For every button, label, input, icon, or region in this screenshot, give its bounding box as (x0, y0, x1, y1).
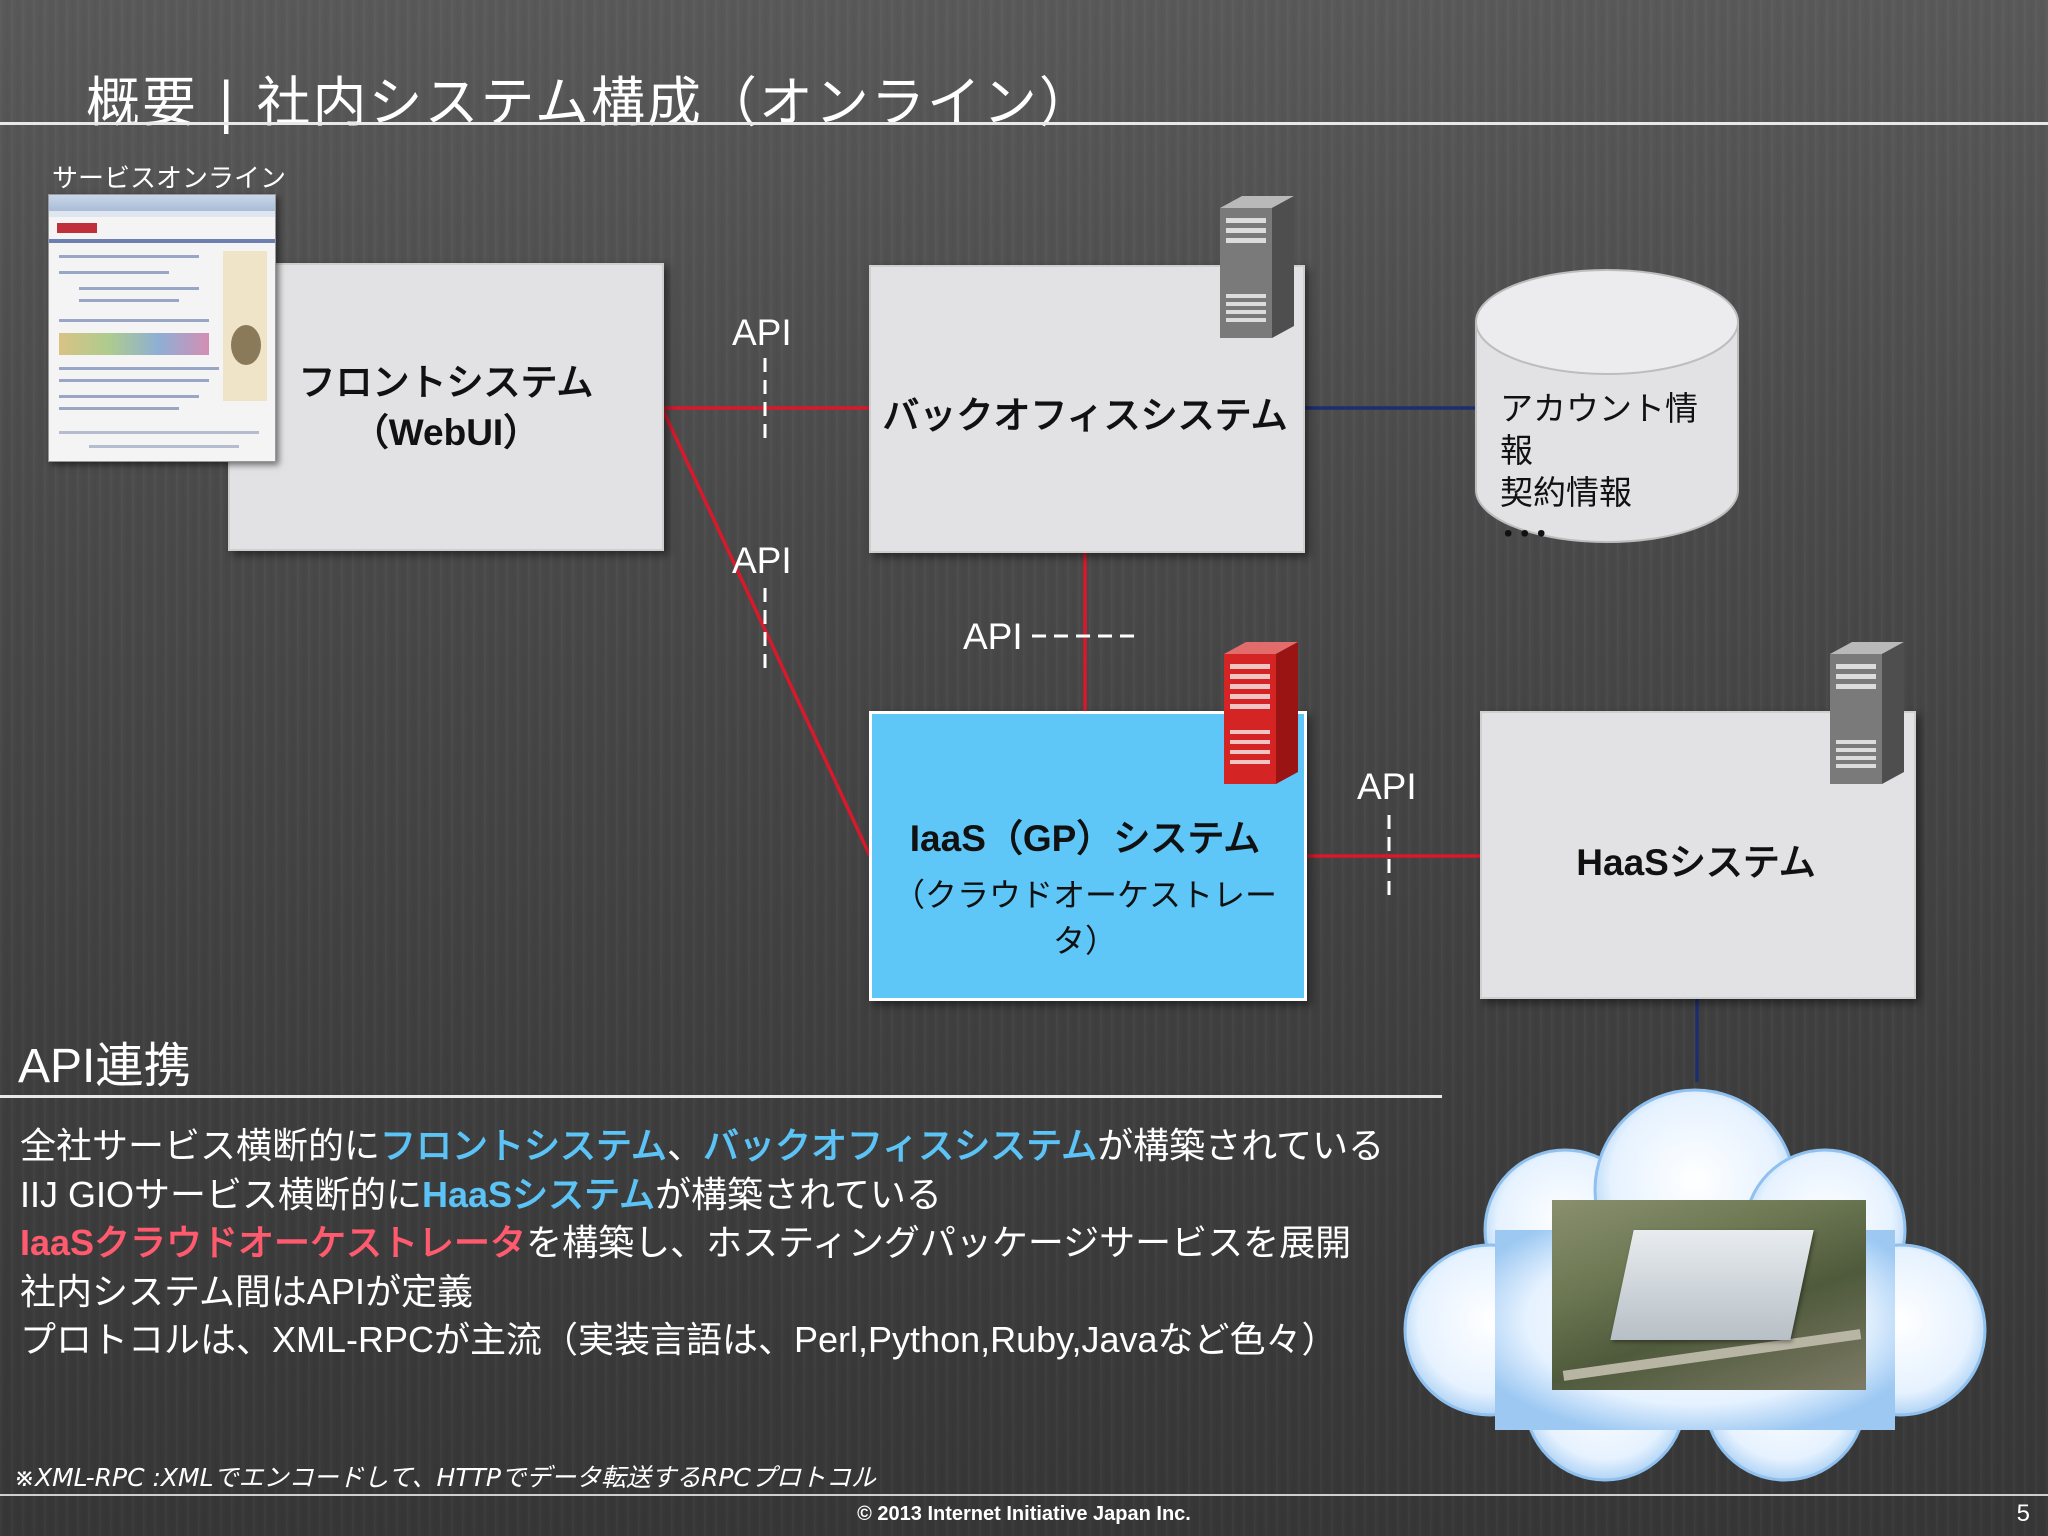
title-divider (0, 122, 2048, 125)
datacenter-photo (1552, 1200, 1866, 1390)
api-label-backoffice-iaas: API (963, 616, 1023, 657)
database-line-more: ･･･ (1500, 516, 1550, 553)
browser-screenshot-icon (48, 194, 276, 462)
red-server-icon (1224, 642, 1298, 784)
bullet-list: 全社サービス横断的にフロントシステム、バックオフィスシステムが構築されている I… (20, 1122, 1384, 1365)
database-cylinder-icon (1475, 269, 1739, 543)
service-online-label: サービスオンライン (52, 164, 287, 194)
api-label-front-iaas: API (732, 540, 792, 581)
bullet-api-defined: 社内システム間はAPIが定義 (20, 1270, 473, 1312)
front-system-sub: （WebUI） (351, 412, 541, 453)
front-system-label: フロントシステム （WebUI） (268, 358, 624, 458)
haas-server-icon (1830, 642, 1904, 784)
iaas-system-label: IaaS（GP）システム （クラウドオーケストレータ） (869, 808, 1301, 962)
front-system-name: フロントシステム (298, 362, 594, 403)
bullet-haas: IIJ GIOサービス横断的にHaaSシステムが構築されている (20, 1173, 942, 1215)
copyright: © 2013 Internet Initiative Japan Inc. (857, 1503, 1191, 1525)
bullet-protocol: プロトコルは、XML-RPCが主流（実装言語は、Perl,Python,Ruby… (20, 1319, 1338, 1360)
backoffice-system-label: バックオフィスシステム (882, 395, 1288, 436)
database-line-account: アカウント情報 (1500, 390, 1698, 469)
front-system-box (228, 263, 664, 551)
bullet-frontend-backoffice: 全社サービス横断的にフロントシステム、バックオフィスシステムが構築されている (20, 1125, 1385, 1166)
api-label-iaas-haas: API (1357, 766, 1417, 807)
page-number: 5 (2016, 1500, 2030, 1527)
iaas-system-name: IaaS（GP）システム (909, 818, 1261, 859)
iaas-system-sub: （クラウドオーケストレータ） (892, 877, 1277, 959)
haas-system-label: HaaSシステム (1576, 842, 1816, 883)
section-heading: API連携 (18, 1040, 192, 1093)
database-line-contract: 契約情報 (1500, 474, 1632, 511)
server-icon (1220, 196, 1294, 338)
bullet-iaas: IaaSクラウドオーケストレータを構築し、ホスティングパッケージサービスを展開 (20, 1222, 1352, 1263)
api-label-front-backoffice: API (732, 312, 792, 353)
footer-divider (0, 1494, 2048, 1496)
database-label: アカウント情報 契約情報 ･･･ (1500, 388, 1730, 556)
footnote: ※XML-RPC :XMLでエンコードして、HTTPでデータ転送するRPCプロト… (14, 1463, 876, 1492)
section-divider (0, 1095, 1442, 1098)
